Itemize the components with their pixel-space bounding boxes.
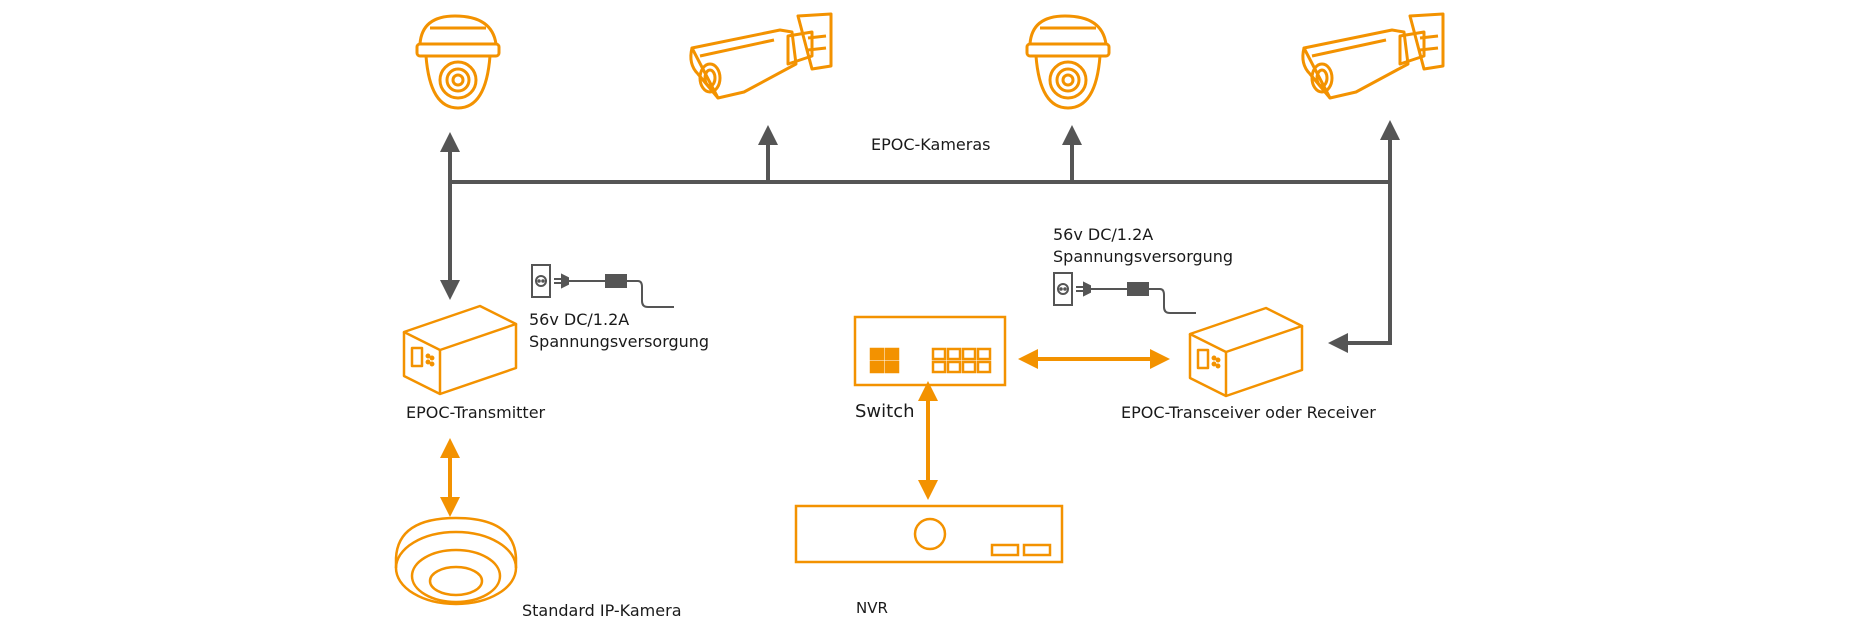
epoc-cameras-label: EPOC-Kameras: [871, 135, 991, 154]
power-right-label: 56v DC/1.2A Spannungsversorgung: [1053, 224, 1233, 267]
bullet-camera-icon: [689, 12, 833, 100]
data-links: [440, 349, 1170, 517]
nvr-recorder-icon: [794, 504, 1064, 564]
power-left-label: 56v DC/1.2A Spannungsversorgung: [529, 309, 709, 352]
power-right-line2: Spannungsversorgung: [1053, 246, 1234, 266]
transmitter-box-icon: [402, 304, 518, 396]
network-switch-icon: [853, 315, 1007, 387]
power-left-line1: 56v DC/1.2A: [529, 310, 630, 329]
epoc-transmitter-label: EPOC-Transmitter: [406, 403, 546, 422]
standard-ip-camera-label: Standard IP-Kamera: [522, 601, 682, 620]
bus-line-transceiver: [1328, 182, 1392, 353]
fisheye-camera-icon: [394, 516, 518, 606]
power-adapter-icon: [531, 264, 674, 308]
power-left-line2: Spannungsversorgung: [529, 331, 710, 351]
power-adapter-icon: [1053, 272, 1196, 314]
dome-camera-icon: [415, 14, 501, 110]
nvr-label: NVR: [856, 599, 888, 617]
switch-label: Switch: [855, 401, 915, 422]
wall-outlet-icon: [1053, 272, 1073, 306]
power-right-line1: 56v DC/1.2A: [1053, 225, 1154, 244]
epoc-transceiver-label: EPOC-Transceiver oder Receiver: [1121, 403, 1376, 422]
transceiver-box-icon: [1188, 306, 1304, 398]
bullet-camera-icon: [1301, 12, 1445, 100]
dome-camera-icon: [1025, 14, 1111, 110]
camera-bus: [440, 120, 1400, 353]
wall-outlet-icon: [531, 264, 551, 298]
